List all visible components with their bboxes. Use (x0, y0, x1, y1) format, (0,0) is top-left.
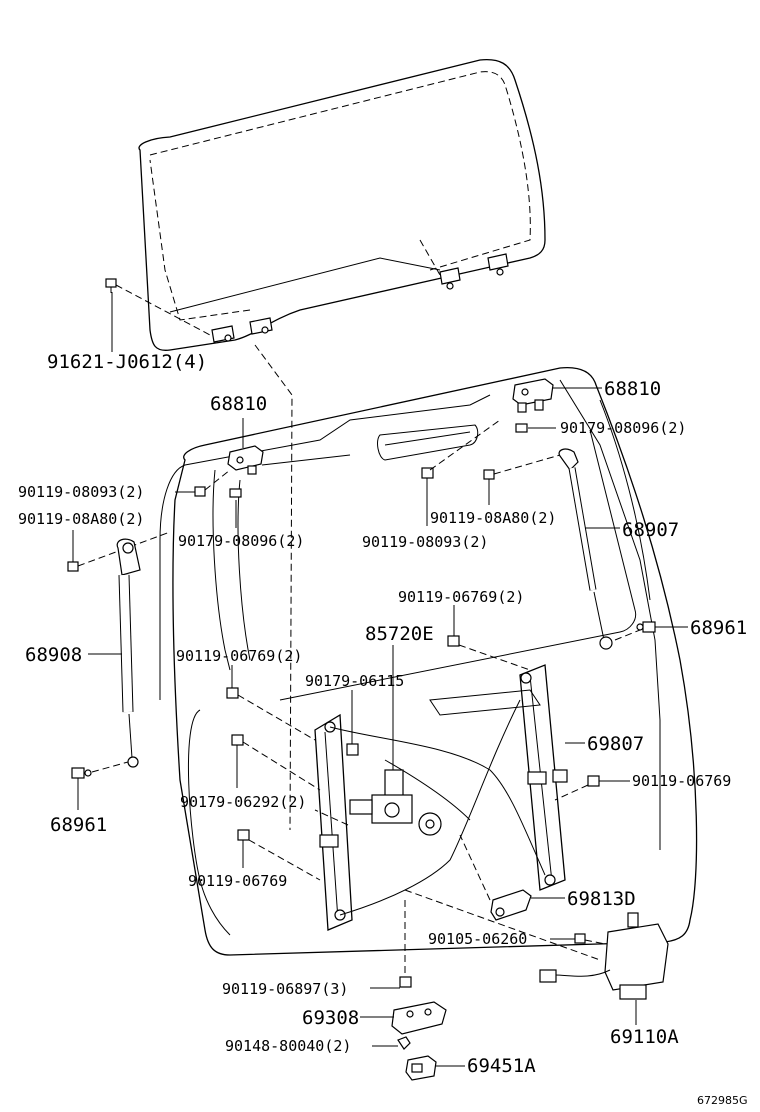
label-hinge-right: 68810 (604, 378, 661, 400)
bolt-lower-left-icon (237, 829, 321, 881)
label-glass-bolt: 91621-J0612(4) (47, 351, 207, 373)
clip-bottom-icon (405, 1055, 465, 1081)
label-stay-left: 68908 (25, 644, 82, 666)
label-bolt-mid-left: 90119-06769(2) (176, 647, 302, 665)
bolt-clip-icon (372, 1036, 411, 1050)
label-clip-bottom: 69451A (467, 1055, 536, 1077)
bolt-bottom-icon (370, 900, 412, 989)
bolt-reg-right-icon (554, 775, 630, 801)
label-bolt-right-small: 90119-08A80(2) (430, 509, 556, 527)
label-nut-motor: 90179-06115 (305, 672, 404, 690)
ball-right-icon (614, 621, 688, 641)
label-bolt-left-upper: 90119-08093(2) (18, 483, 144, 501)
handle-part-icon (459, 834, 565, 921)
label-stay-right: 68907 (622, 519, 679, 541)
bolt-mid-right-icon (447, 605, 531, 671)
label-screw-lock: 90105-06260 (428, 930, 527, 948)
label-bolt-reg-right: 90119-06769 (632, 772, 731, 790)
label-motor: 85720E (365, 623, 434, 645)
screw-lock-icon (550, 933, 611, 946)
nut-lower-left-icon (231, 734, 321, 791)
stay-left-icon (88, 538, 141, 768)
ball-left-icon (71, 761, 129, 810)
back-door-panel (159, 366, 698, 956)
bracket-bottom-icon (360, 1001, 447, 1035)
nut-motor-icon (346, 690, 359, 756)
label-nut-lower-left: 90179-06292(2) (180, 793, 306, 811)
back-door-glass (138, 58, 546, 351)
hinge-right-icon (512, 378, 602, 413)
label-bolt-lower-left: 90119-06769 (188, 872, 287, 890)
bolt-right-small-icon (483, 454, 561, 505)
glass-bolt-icon (105, 278, 211, 352)
nut-right-icon (515, 423, 556, 433)
label-ball-left: 68961 (50, 814, 107, 836)
label-nut-left: 90179-08096(2) (178, 532, 304, 550)
label-handle-part: 69813D (567, 888, 636, 910)
alignment-line (254, 344, 293, 831)
bolt-left-upper-icon (175, 469, 231, 497)
nut-left-icon (229, 488, 242, 528)
bolt-center-icon (421, 419, 501, 526)
window-regulator-icon (314, 664, 568, 931)
label-nut-right: 90179-08096(2) (560, 419, 686, 437)
label-bolt-center: 90119-08093(2) (362, 533, 488, 551)
label-bolt-bottom: 90119-06897(3) (222, 980, 348, 998)
label-lock-motor: 69110A (610, 1026, 679, 1048)
label-bracket-bottom: 69308 (302, 1007, 359, 1029)
label-ball-right: 68961 (690, 617, 747, 639)
stay-right-icon (558, 448, 620, 650)
label-bolt-left-lower: 90119-08A80(2) (18, 510, 144, 528)
label-bolt-mid-right: 90119-06769(2) (398, 588, 524, 606)
label-bolt-clip: 90148-80040(2) (225, 1037, 351, 1055)
drawing-id: 672985G (697, 1094, 748, 1107)
label-regulator: 69807 (587, 733, 644, 755)
bolt-mid-left-icon (226, 665, 316, 741)
lock-motor-icon (404, 889, 669, 1025)
hinge-left-icon (227, 418, 351, 475)
label-hinge-left: 68810 (210, 393, 267, 415)
